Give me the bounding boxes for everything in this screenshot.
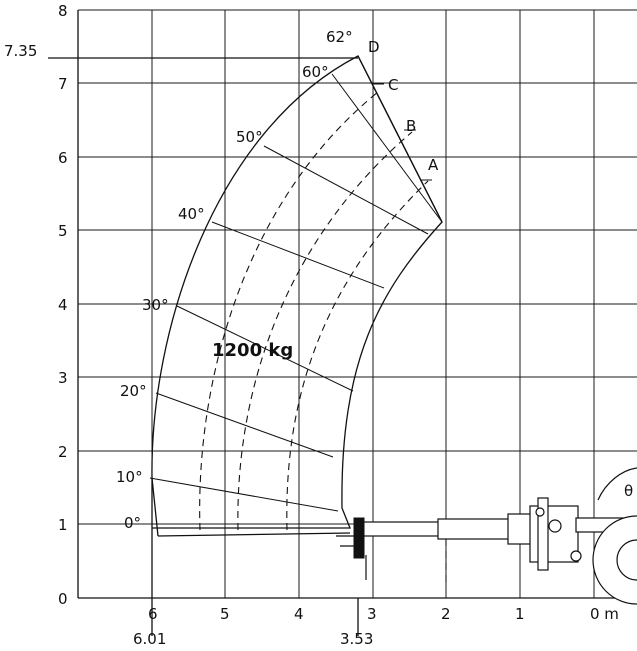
angle-label-60: 60° bbox=[302, 63, 329, 81]
y-tick-label: 8 bbox=[58, 2, 68, 20]
pivot-pin bbox=[570, 550, 582, 562]
extension-arc-a bbox=[286, 180, 429, 531]
max-reach-label: 6.01 bbox=[133, 630, 166, 648]
extension-label-d: D bbox=[368, 38, 380, 56]
boom-angle-symbol: θ bbox=[624, 482, 633, 500]
y-tick-label: 7 bbox=[58, 75, 68, 93]
angle-label-0: 0° bbox=[124, 514, 141, 532]
y-tick-label: 4 bbox=[58, 296, 68, 314]
pivot-pin bbox=[548, 519, 562, 533]
envelope-left-edge bbox=[151, 477, 159, 537]
max-height-label: 7.35 bbox=[4, 42, 37, 60]
extension-arcs bbox=[199, 83, 432, 531]
x-tick-label: 1 bbox=[515, 605, 525, 623]
wheel-rim bbox=[616, 539, 637, 581]
y-tick-label: 5 bbox=[58, 222, 68, 240]
x-tick-label: 0 m bbox=[590, 605, 619, 623]
grid bbox=[78, 9, 637, 598]
extension-label-a: A bbox=[428, 156, 439, 174]
extension-label-c: C bbox=[388, 76, 398, 94]
boom-angle-arc bbox=[597, 467, 637, 501]
cylinder bbox=[537, 497, 549, 571]
y-tick-label: 6 bbox=[58, 149, 68, 167]
y-tick-label: 1 bbox=[58, 516, 68, 534]
boom-tip-section bbox=[359, 521, 441, 537]
y-tick-label: 3 bbox=[58, 369, 68, 387]
angle-line-20 bbox=[155, 392, 334, 458]
x-tick-label: 4 bbox=[294, 605, 304, 623]
angle-label-20: 20° bbox=[120, 382, 147, 400]
x-tick-label: 5 bbox=[220, 605, 230, 623]
extension-arc-b bbox=[237, 131, 413, 531]
angle-label-50: 50° bbox=[236, 128, 263, 146]
angle-line-50 bbox=[263, 145, 429, 235]
angle-line-40 bbox=[211, 221, 385, 289]
envelope-top-edge bbox=[357, 55, 443, 223]
angle-lines bbox=[149, 73, 443, 512]
extension-label-b: B bbox=[406, 117, 416, 135]
wheel-outer bbox=[592, 515, 637, 605]
angle-label-30: 30° bbox=[142, 296, 169, 314]
load-capacity-label: 1200 kg bbox=[212, 340, 293, 361]
x-tick-label: 3 bbox=[367, 605, 377, 623]
angle-label-40: 40° bbox=[178, 205, 205, 223]
envelope-base bbox=[157, 532, 351, 537]
x-tick-label: 6 bbox=[148, 605, 158, 623]
load-envelope bbox=[151, 55, 443, 598]
angle-line-60 bbox=[331, 73, 443, 223]
angle-line-10 bbox=[149, 477, 339, 512]
reach-at-max-height-label: 3.53 bbox=[340, 630, 373, 648]
y-tick-label: 0 bbox=[58, 590, 68, 608]
boom-middle-section bbox=[437, 518, 511, 540]
y-tick-label: 2 bbox=[58, 443, 68, 461]
telehandler-machine-illustration: θ bbox=[336, 467, 637, 605]
x-tick-label: 2 bbox=[441, 605, 451, 623]
extension-arc-c bbox=[199, 91, 379, 531]
pivot-pin bbox=[535, 507, 545, 517]
angle-label-62: 62° bbox=[326, 28, 353, 46]
envelope-outer-arc bbox=[151, 55, 443, 598]
fork-carriage bbox=[353, 517, 365, 559]
angle-label-10: 10° bbox=[116, 468, 143, 486]
